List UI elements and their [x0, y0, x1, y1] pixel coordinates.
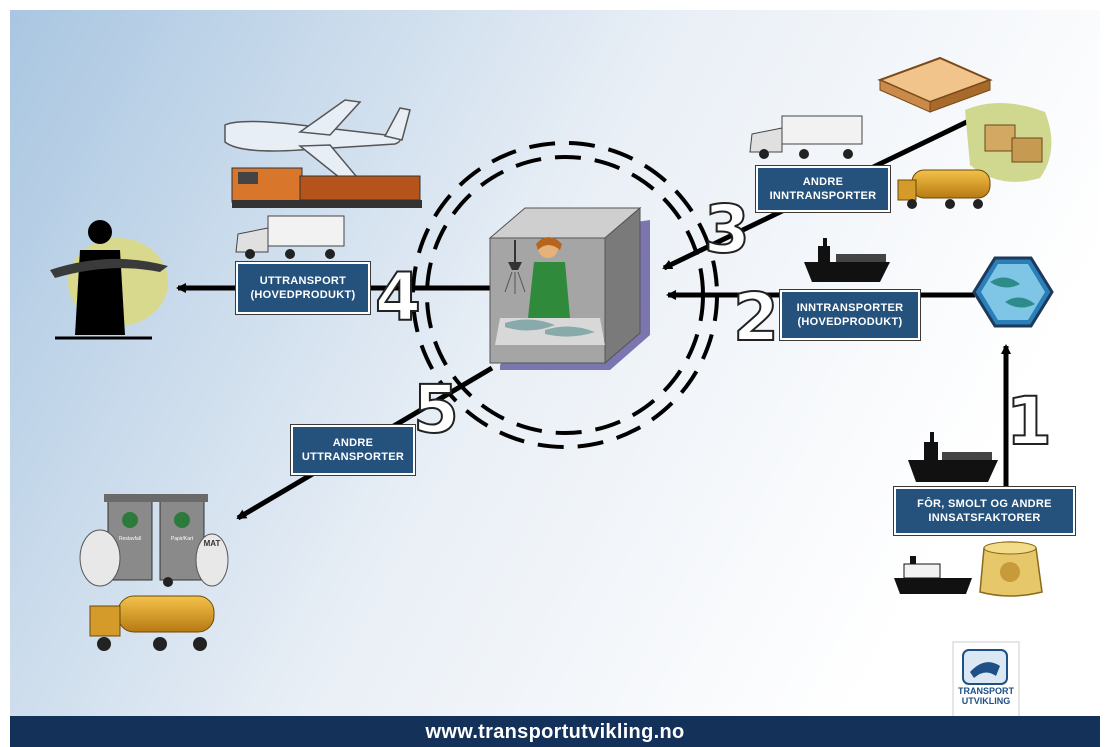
truck-icon-top-right — [749, 115, 863, 159]
boxes-icon — [965, 102, 1052, 182]
box-uttransport: UTTRANSPORT (HOVEDPRODUKT) — [235, 261, 371, 315]
footer-url[interactable]: www.transportutvikling.no — [425, 721, 685, 743]
footer-bar: www.transportutvikling.no — [10, 716, 1100, 747]
box-fôr: FÔR, SMOLT OG ANDRE INNSATSFAKTORER — [893, 486, 1076, 536]
number-1: 1 — [1006, 383, 1052, 460]
box-line: INNSATSFAKTORER — [928, 512, 1041, 524]
train-icon — [231, 167, 422, 208]
cargo-ship-icon-bottom — [908, 432, 998, 482]
number-2: 2 — [733, 279, 779, 356]
cargo-ship-icon-top — [804, 238, 890, 282]
bin-label-right: Papir/Kart — [171, 536, 194, 542]
number-3: 3 — [704, 191, 750, 268]
fishmonger-icon — [50, 220, 168, 340]
step-numbers: 1 2 3 4 5 — [374, 190, 1053, 461]
transportutvikling-logo-icon — [952, 641, 1020, 729]
box-line: UTTRANSPORTER — [301, 451, 405, 463]
bag-label: MAT — [204, 539, 221, 548]
number-5: 5 — [413, 371, 459, 448]
box-line: (HOVEDPRODUKT) — [250, 289, 356, 301]
fishing-boat-icon — [894, 556, 972, 594]
logo-text: TRANSPORT UTVIKLING — [953, 686, 1019, 706]
box-andre-inntransporter: ANDRE INNTRANSPORTER — [755, 165, 891, 213]
number-4: 4 — [375, 259, 421, 336]
box-line: ANDRE — [332, 437, 374, 449]
processing-plant-icon — [488, 206, 650, 370]
tanker-truck-icon-left — [89, 595, 215, 651]
pallets-icon — [877, 56, 993, 113]
logo-line: TRANSPORT — [958, 686, 1014, 696]
box-line: INNTRANSPORTER — [769, 190, 877, 202]
box-line: ANDRE — [802, 176, 844, 188]
feed-sack-icon — [979, 541, 1043, 597]
box-line: FÔR, SMOLT OG ANDRE — [917, 498, 1052, 510]
logo-line: UTVIKLING — [961, 696, 1011, 706]
bin-label-left: Restavfall — [119, 536, 141, 542]
box-line: UTTRANSPORT — [259, 275, 347, 287]
box-line: INNTRANSPORTER — [796, 302, 904, 314]
box-andre-uttransporter: ANDRE UTTRANSPORTER — [290, 424, 416, 476]
box-inntransporter: INNTRANSPORTER (HOVEDPRODUKT) — [779, 289, 921, 341]
truck-icon-left — [235, 215, 345, 259]
box-line: (HOVEDPRODUKT) — [797, 316, 903, 328]
waste-bins-icon: Restavfall Papir/Kart MAT — [79, 494, 229, 587]
fish-farm-icon — [972, 256, 1054, 328]
tanker-truck-icon-right — [897, 169, 991, 209]
